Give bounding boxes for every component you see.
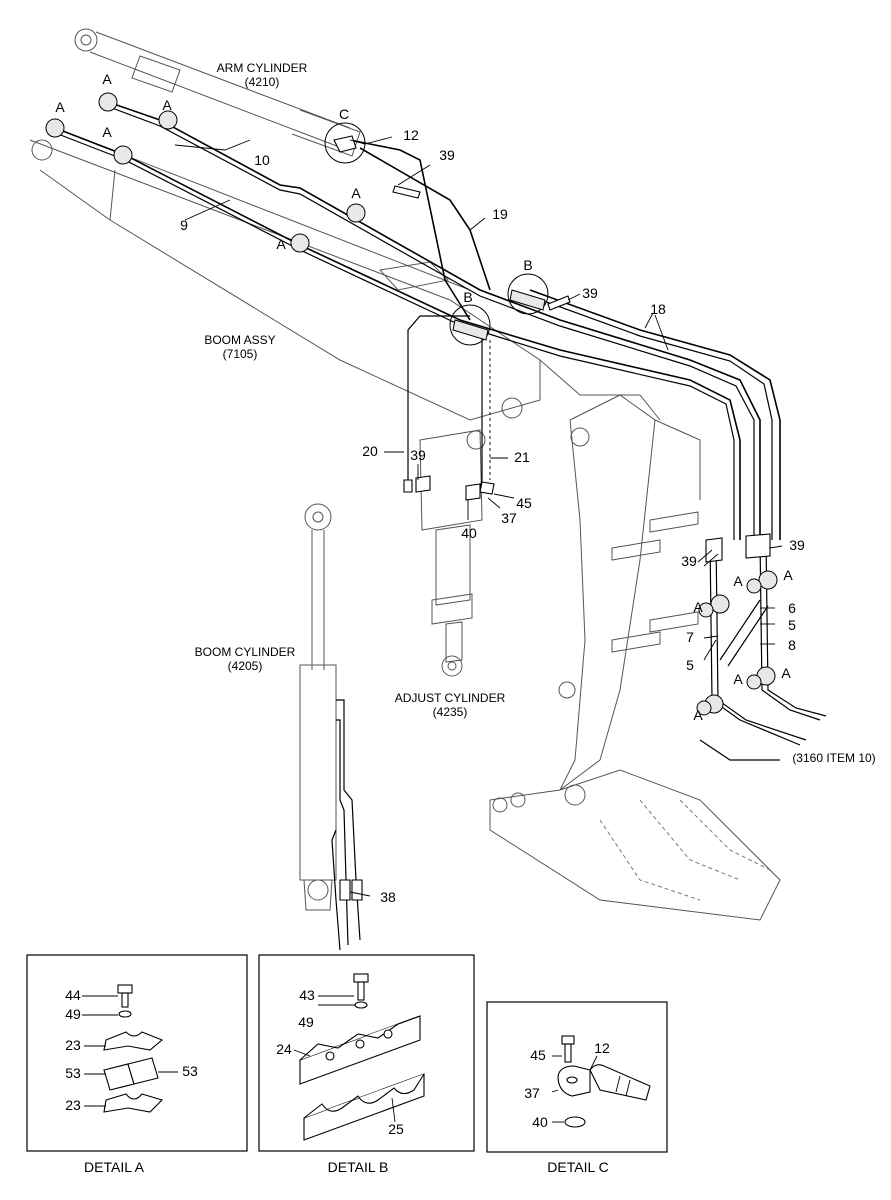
callout-39: 39 bbox=[582, 285, 598, 301]
detail-a-part-49: 49 bbox=[65, 1006, 81, 1022]
callout-18: 18 bbox=[650, 301, 666, 317]
detail-a-frame bbox=[26, 954, 248, 1152]
detail-c-title: DETAIL C bbox=[547, 1159, 608, 1175]
callout-6: 6 bbox=[788, 600, 796, 616]
detail-c-part-40: 40 bbox=[532, 1114, 548, 1130]
arm-cylinder-drawing bbox=[74, 28, 361, 157]
callout-a: A bbox=[102, 71, 112, 87]
detail-b-title: DETAIL B bbox=[328, 1159, 389, 1175]
callout-45: 45 bbox=[516, 495, 532, 511]
adjust-cylinder-label: ADJUST CYLINDER bbox=[395, 691, 506, 705]
callout-a: A bbox=[693, 707, 703, 723]
callout-a: A bbox=[781, 665, 791, 681]
callout-a: A bbox=[783, 567, 793, 583]
fittings bbox=[339, 185, 771, 901]
adjust-cylinder-number: (4235) bbox=[433, 705, 468, 719]
detail-a: 44 49 23 53 53 23 DETAIL A bbox=[26, 954, 248, 1175]
detail-a-part-44: 44 bbox=[65, 987, 81, 1003]
adjust-cylinder-drawing bbox=[419, 429, 486, 677]
detail-c-frame bbox=[486, 1001, 668, 1153]
callout-39: 39 bbox=[681, 553, 697, 569]
callout-b: B bbox=[463, 289, 472, 305]
callout-39: 39 bbox=[789, 537, 805, 553]
detail-c: 45 12 37 40 DETAIL C bbox=[486, 1001, 668, 1175]
arm-cylinder-number: (4210) bbox=[245, 75, 280, 89]
boom-cylinder-label: BOOM CYLINDER bbox=[195, 645, 296, 659]
callout-a: A bbox=[351, 185, 361, 201]
callouts: A A A A A A C 12 10 39 9 19 B B 39 18 20… bbox=[55, 71, 805, 905]
callout-a: A bbox=[55, 99, 65, 115]
callout-c: C bbox=[339, 106, 349, 122]
arm-cylinder-label: ARM CYLINDER bbox=[217, 61, 308, 75]
callout-a: A bbox=[102, 124, 112, 140]
callout-a: A bbox=[733, 671, 743, 687]
callout-a: A bbox=[733, 573, 743, 589]
detail-a-part-53: 53 bbox=[65, 1065, 81, 1081]
callout-38: 38 bbox=[380, 889, 396, 905]
callout-b: B bbox=[523, 257, 532, 273]
callout-7: 7 bbox=[686, 629, 694, 645]
callout-5: 5 bbox=[788, 617, 796, 633]
callout-37: 37 bbox=[501, 510, 517, 526]
callout-40: 40 bbox=[461, 525, 477, 541]
callout-a: A bbox=[162, 97, 172, 113]
detail-b-part-49: 49 bbox=[298, 1014, 314, 1030]
callout-39: 39 bbox=[410, 447, 426, 463]
boom-cylinder-drawing bbox=[299, 503, 361, 951]
detail-c-part-37: 37 bbox=[524, 1085, 540, 1101]
callout-9: 9 bbox=[180, 217, 188, 233]
clamp-markers bbox=[45, 92, 778, 716]
reference-item-label: (3160 ITEM 10) bbox=[792, 751, 875, 765]
boom-cylinder-number: (4205) bbox=[228, 659, 263, 673]
hydraulic-lines bbox=[54, 101, 827, 761]
detail-b-part-43: 43 bbox=[299, 987, 315, 1003]
assembly-labels: ARM CYLINDER (4210) BOOM ASSY (7105) BOO… bbox=[195, 61, 876, 765]
detail-b: 43 49 24 25 DETAIL B bbox=[258, 954, 475, 1175]
callout-5: 5 bbox=[686, 657, 694, 673]
detail-b-frame bbox=[258, 954, 475, 1152]
detail-c-part-45: 45 bbox=[530, 1047, 546, 1063]
detail-a-part-23: 23 bbox=[65, 1097, 81, 1113]
callout-39: 39 bbox=[439, 147, 455, 163]
callout-12: 12 bbox=[403, 127, 419, 143]
detail-a-part-53: 53 bbox=[182, 1063, 198, 1079]
callout-a: A bbox=[276, 236, 286, 252]
callout-21: 21 bbox=[514, 449, 530, 465]
boom-assy-number: (7105) bbox=[223, 347, 258, 361]
leader-lines bbox=[174, 136, 783, 897]
detail-b-part-25: 25 bbox=[388, 1121, 404, 1137]
detail-a-title: DETAIL A bbox=[84, 1159, 145, 1175]
callout-20: 20 bbox=[362, 443, 378, 459]
callout-a: A bbox=[693, 599, 703, 615]
callout-19: 19 bbox=[492, 206, 508, 222]
detail-b-part-24: 24 bbox=[276, 1041, 292, 1057]
boom-assy-label: BOOM ASSY bbox=[204, 333, 275, 347]
callout-8: 8 bbox=[788, 637, 796, 653]
detail-a-part-23: 23 bbox=[65, 1037, 81, 1053]
arm-drawing bbox=[489, 394, 781, 921]
boom-drawing bbox=[29, 129, 661, 421]
callout-10: 10 bbox=[254, 152, 270, 168]
detail-c-part-12: 12 bbox=[594, 1040, 610, 1056]
